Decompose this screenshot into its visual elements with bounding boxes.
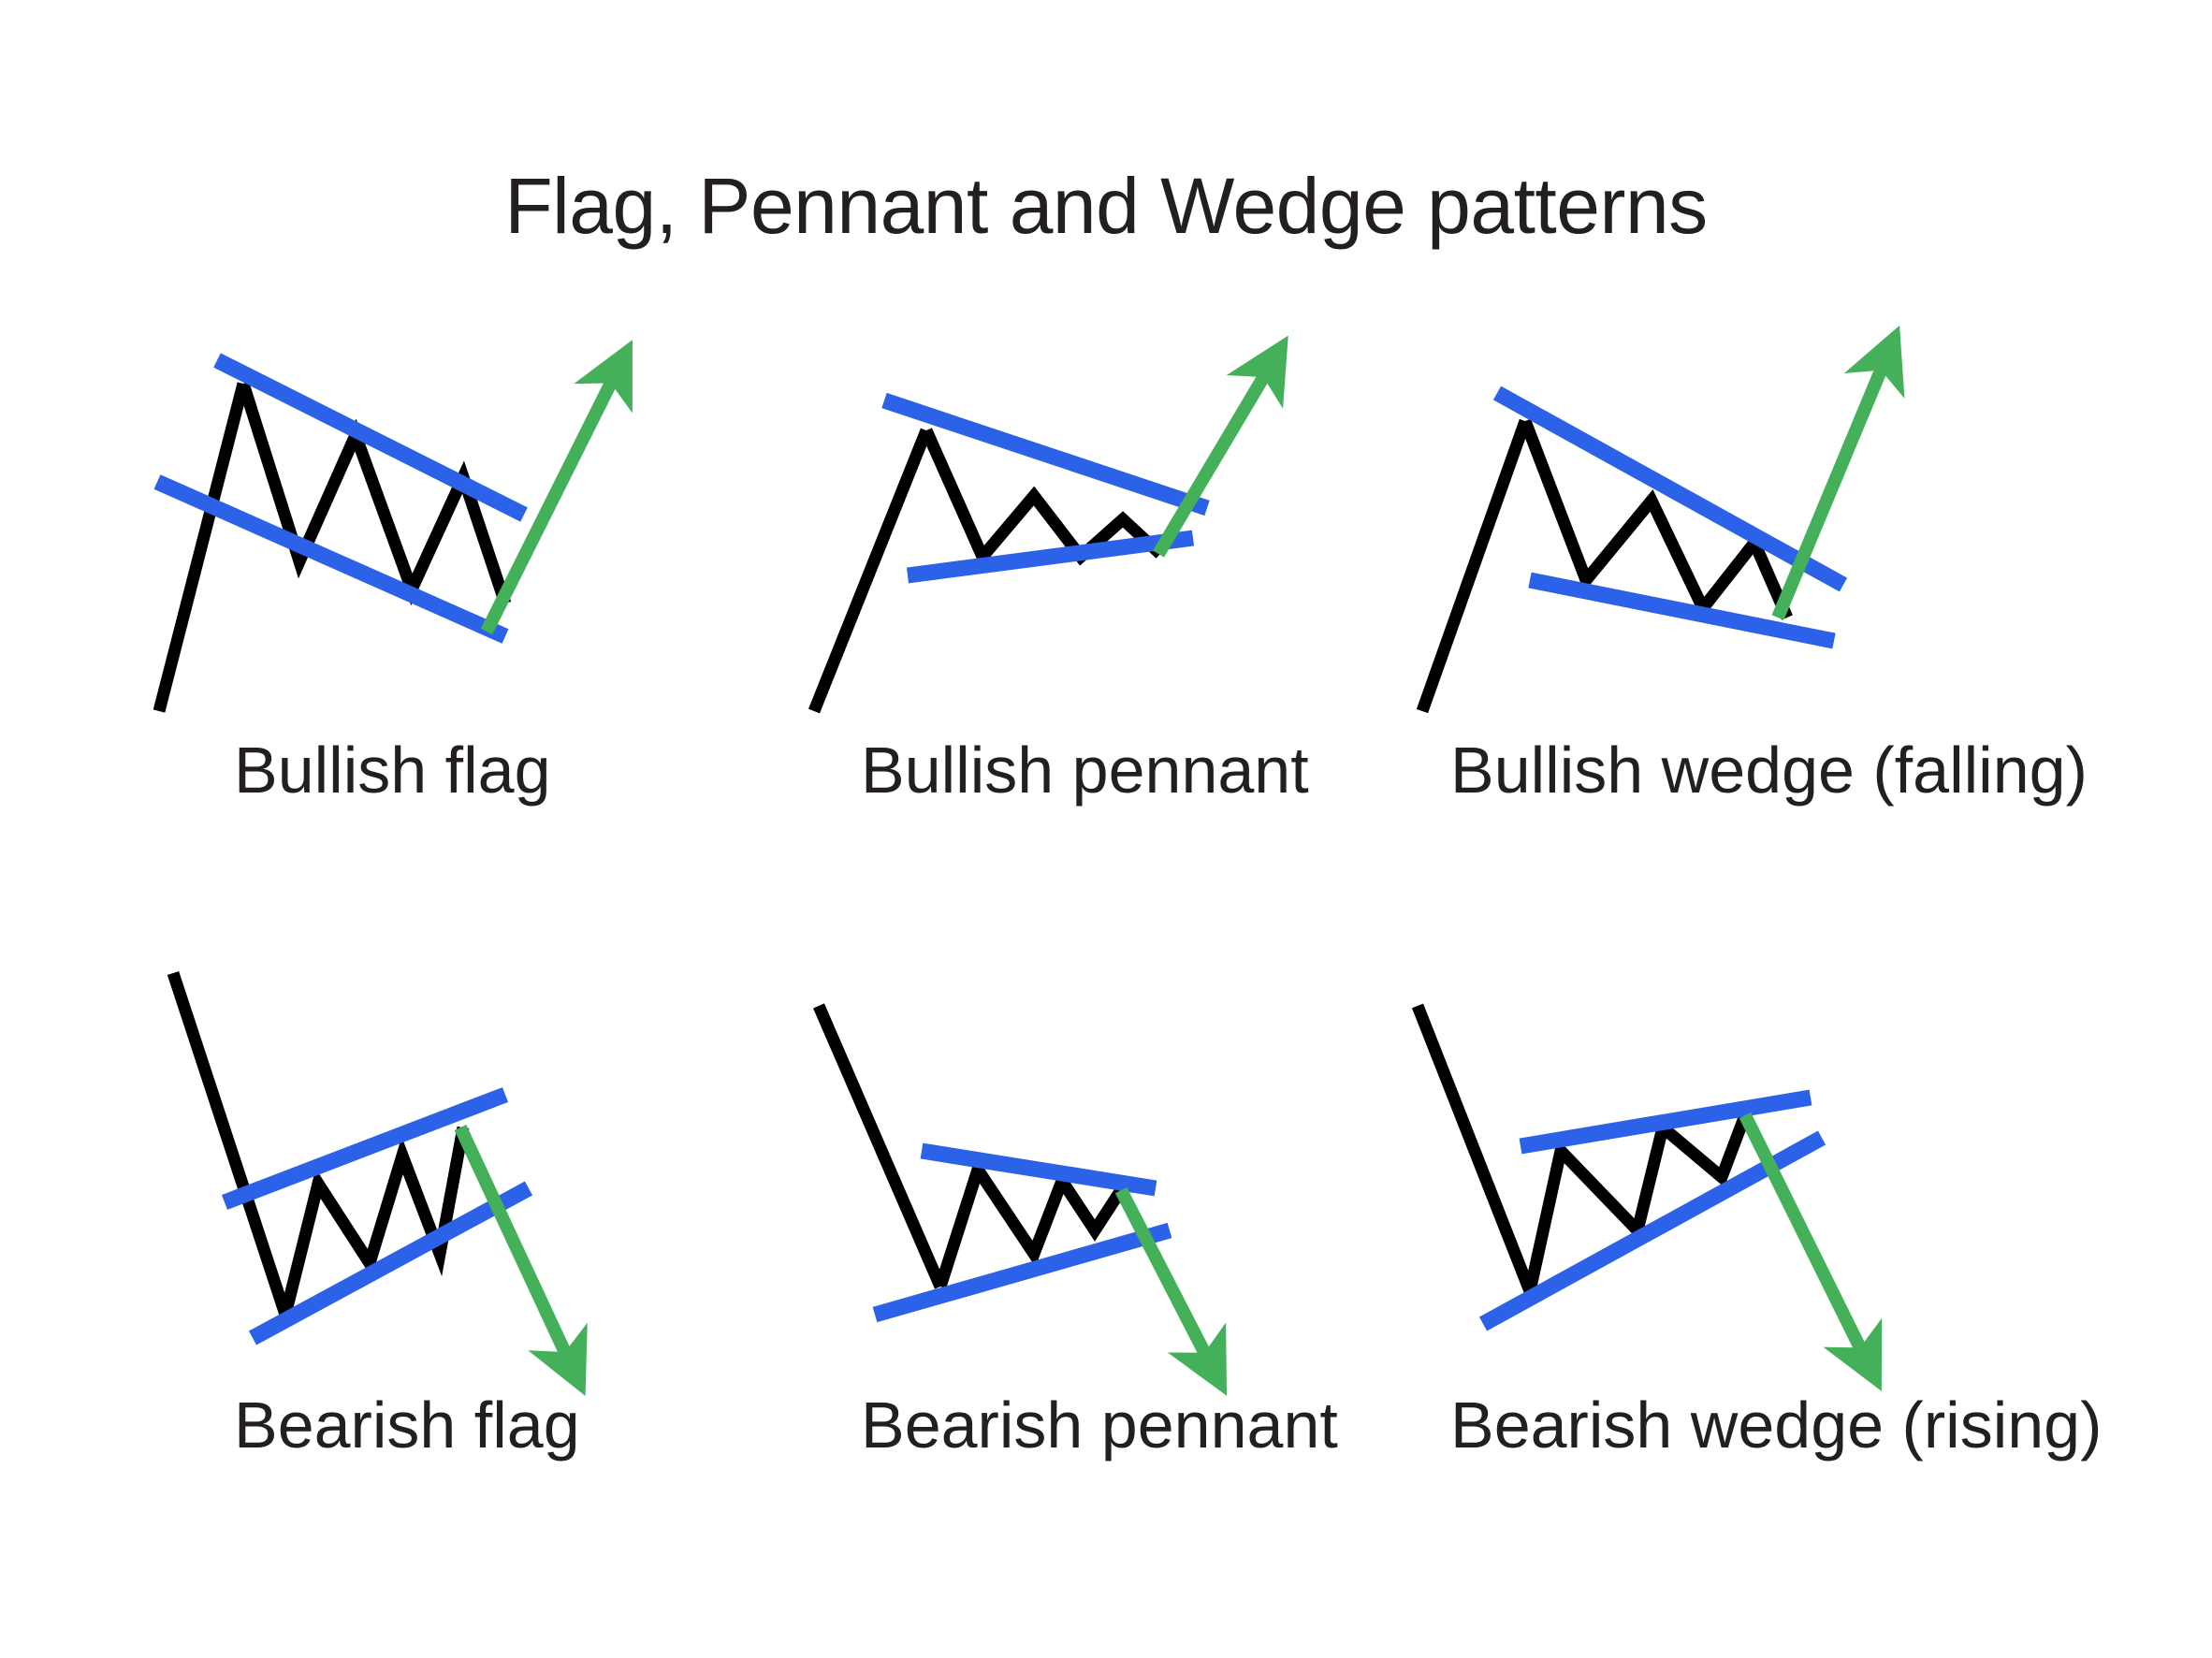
- pattern-panel-bullish-pennant: Bullish pennant: [786, 309, 1441, 889]
- pattern-label-bearish-wedge-rising: Bearish wedge (rising): [1450, 1389, 2103, 1462]
- pattern-label-bearish-pennant: Bearish pennant: [861, 1389, 1338, 1462]
- price-pole-line: [153, 382, 250, 713]
- trendline-lower: [248, 1181, 533, 1345]
- trendline-upper: [881, 392, 1210, 516]
- breakout-arrow: [480, 340, 633, 635]
- trendline-upper: [213, 353, 528, 522]
- price-pole-line: [167, 970, 292, 1317]
- price-consolidation-zigzag: [237, 382, 512, 606]
- breakout-arrow: [1114, 1186, 1228, 1396]
- price-consolidation-zigzag: [1523, 1113, 1752, 1293]
- pattern-label-bullish-pennant: Bullish pennant: [861, 734, 1309, 807]
- price-consolidation-zigzag: [279, 1126, 470, 1316]
- breakout-arrow: [1771, 325, 1905, 620]
- trendline-upper: [920, 1142, 1157, 1197]
- pattern-label-bullish-flag: Bullish flag: [234, 734, 551, 807]
- price-consolidation-zigzag: [1519, 418, 1793, 620]
- pattern-label-bullish-wedge-falling: Bullish wedge (falling): [1450, 734, 2088, 807]
- price-consolidation-zigzag: [921, 428, 1165, 569]
- trendline-lower: [906, 530, 1195, 584]
- pattern-figure-bullish-wedge-falling: [1416, 325, 1905, 714]
- price-pole-line: [808, 428, 933, 714]
- pattern-panel-bullish-flag: Bullish flag: [131, 309, 786, 889]
- price-pole-line: [813, 1003, 946, 1289]
- price-pole-line: [1411, 1003, 1536, 1294]
- pattern-figure-bullish-pennant: [808, 335, 1288, 714]
- trendline-upper: [1492, 385, 1848, 592]
- pattern-figure-bearish-wedge-rising: [1411, 1003, 1883, 1391]
- pattern-figure-bullish-flag: [153, 340, 633, 713]
- trendline-lower: [153, 474, 509, 644]
- breakout-arrow: [454, 1125, 588, 1396]
- pattern-label-bearish-flag: Bearish flag: [234, 1389, 580, 1462]
- pattern-panel-bearish-pennant: Bearish pennant: [786, 964, 1441, 1544]
- price-pole-line: [1416, 418, 1532, 714]
- pattern-panel-bearish-wedge-rising: Bearish wedge (rising): [1404, 964, 2102, 1544]
- pattern-panel-bullish-wedge-falling: Bullish wedge (falling): [1404, 309, 2088, 889]
- breakout-arrow: [1152, 335, 1288, 558]
- trendline-upper: [221, 1087, 509, 1210]
- price-consolidation-zigzag: [934, 1156, 1127, 1288]
- breakout-arrow: [1739, 1112, 1883, 1391]
- pattern-figure-bearish-flag: [167, 970, 588, 1396]
- pattern-panel-grid: Bullish flag Bullish pennant: [0, 309, 2212, 1619]
- pattern-figure-bearish-pennant: [813, 1003, 1228, 1396]
- pattern-panel-bearish-flag: Bearish flag: [131, 964, 786, 1544]
- trendline-lower: [1528, 572, 1836, 649]
- trendline-upper: [1519, 1089, 1812, 1155]
- page-title: Flag, Pennant and Wedge patterns: [504, 162, 1708, 250]
- trendline-lower: [872, 1222, 1172, 1323]
